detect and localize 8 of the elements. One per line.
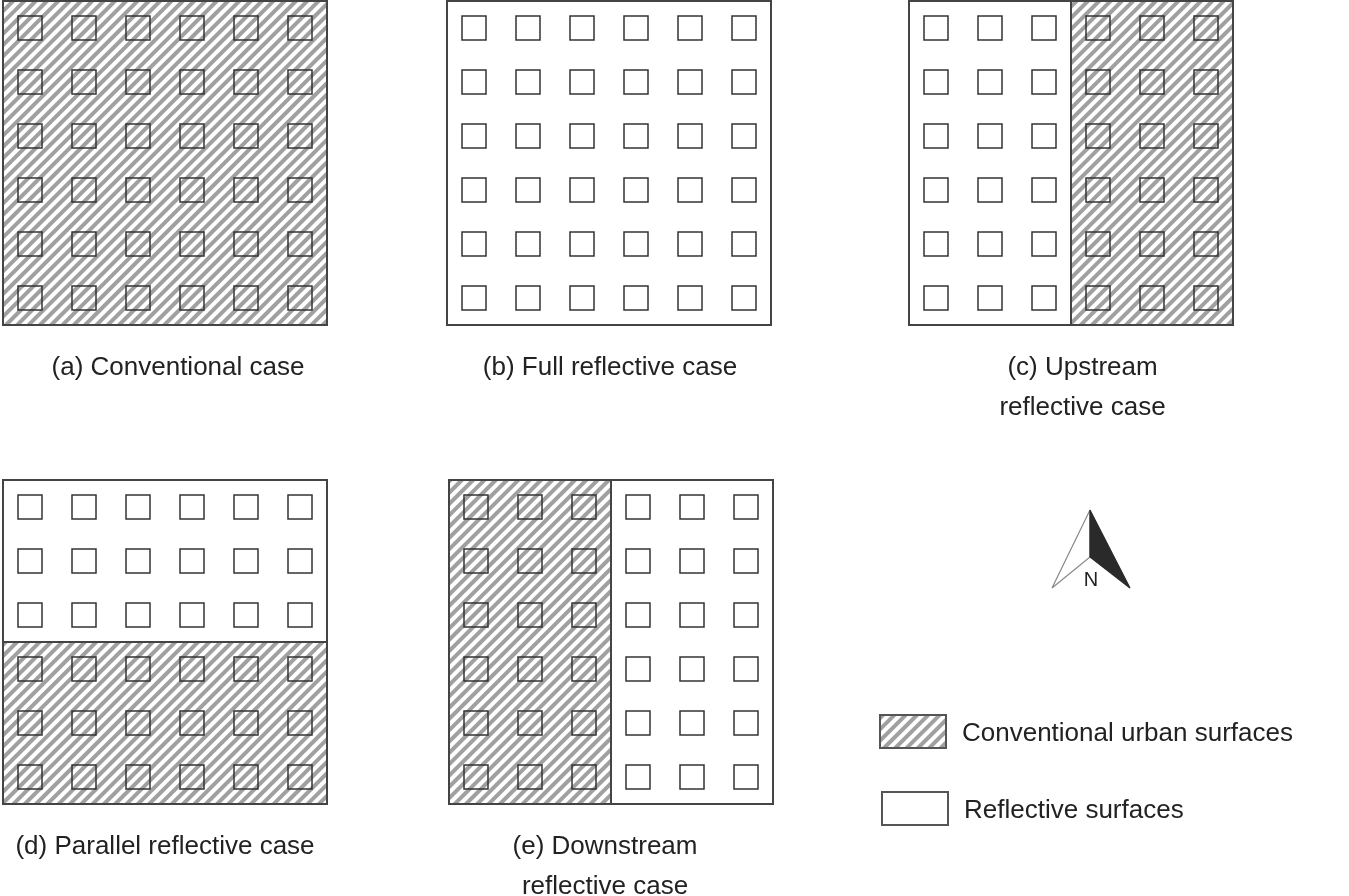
- legend-label: Reflective surfaces: [964, 793, 1184, 826]
- panel-caption: (d) Parallel reflective case: [14, 829, 316, 862]
- compass-letter: N: [1082, 568, 1100, 590]
- panel-caption: (b) Full reflective case: [481, 350, 739, 383]
- panel-caption: (a) Conventional case: [50, 350, 306, 383]
- panel-caption: (e) Downstream reflective case: [511, 829, 699, 896]
- panel-caption: (c) Upstream reflective case: [998, 350, 1167, 423]
- legend-label: Conventional urban surfaces: [962, 716, 1293, 749]
